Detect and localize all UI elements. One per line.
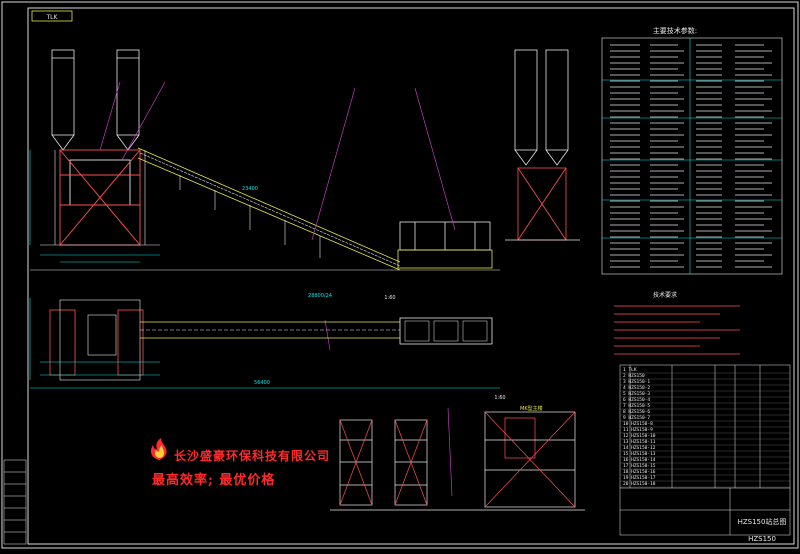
bom-row: 4 HZS150-2 [623, 385, 650, 391]
bom-row: 17 HZS150-15 [623, 463, 656, 469]
tech-params-table [601, 37, 783, 275]
company-name: 长沙盛豪环保科技有限公司 [174, 449, 331, 463]
bom-row: 5 HZS150-3 [623, 391, 650, 397]
bom-row: 14 HZS150-12 [623, 445, 656, 451]
company-slogan: 最高效率; 最优价格 [152, 473, 276, 488]
bom-row: 12 HZS150-10 [623, 433, 656, 439]
bom-row: 2 HZS150 [623, 373, 645, 379]
section-label-top: MK型主楼 [520, 405, 543, 412]
aggregate-batcher-elevation [397, 221, 493, 269]
bom-row: 8 HZS150-6 [623, 409, 650, 415]
bom-row: 19 HZS150-17 [623, 475, 656, 481]
bom-row: 16 HZS150-14 [623, 457, 656, 463]
left-title-block [3, 459, 27, 545]
tech-params-text [610, 44, 772, 268]
right-silo-group [505, 49, 580, 241]
left-silo-group [51, 49, 140, 151]
bom-row: 3 HZS150-1 [623, 379, 650, 385]
title-tag-box [31, 10, 73, 22]
belt-dimension: 28800/24 [308, 293, 332, 299]
bom-row: 9 HZS150-7 [623, 415, 650, 421]
section-c [484, 411, 576, 508]
mixing-tower [59, 149, 141, 246]
notes-title: 技术要求 [653, 291, 677, 299]
tower-dimensions [29, 150, 160, 263]
notes-text [614, 305, 740, 355]
tech-params-title: 主要技术参数: [653, 26, 697, 35]
bom-row: 18 HZS150-16 [623, 469, 656, 475]
scale-right: 1:60 [494, 395, 505, 401]
plan-dimensions [29, 298, 500, 389]
inner-frame [27, 7, 795, 545]
title-tag: TLK [46, 14, 59, 21]
section-a [339, 419, 373, 506]
plan-view [49, 299, 493, 381]
flame-logo-icon [151, 438, 167, 460]
bom-row: 13 HZS150-11 [623, 439, 656, 445]
bom-row: 1 TLK [623, 367, 637, 373]
bom-row: 6 HZS150-4 [623, 397, 650, 403]
bom-table [619, 364, 791, 536]
bom-row: 7 HZS150-5 [623, 403, 650, 409]
main-dimension: 23400 [242, 186, 258, 192]
bom-row: 20 HZS150-18 [623, 481, 656, 487]
section-views [330, 411, 585, 511]
leader-lines [99, 81, 456, 497]
scale-left: 1:60 [384, 295, 395, 301]
bom-row: 11 HZS150-9 [623, 427, 653, 433]
bom-row: 15 HZS150-13 [623, 451, 656, 457]
drawing-name: HZS150站总图 [738, 517, 787, 526]
tower-legs [40, 150, 160, 246]
plan-total-dimension: 56400 [254, 380, 270, 386]
bom-row: 10 HZS150-8 [623, 421, 653, 427]
model-name: HZS150 [748, 535, 776, 543]
section-b [394, 419, 428, 506]
inclined-belt-conveyor [137, 147, 401, 271]
conveyor-supports [179, 175, 321, 258]
